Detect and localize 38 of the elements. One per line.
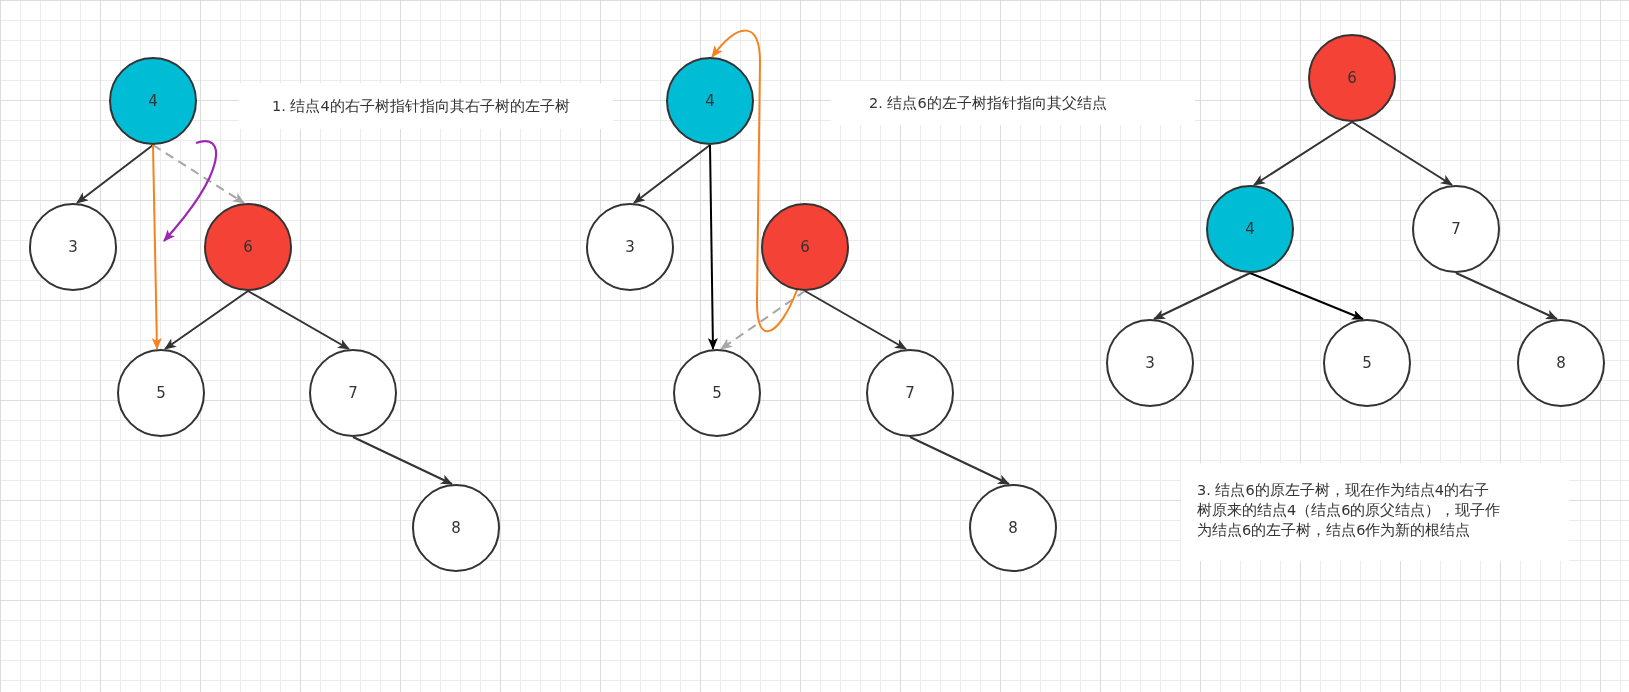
arrow [711, 29, 798, 333]
tree-node-circle: 5 [117, 349, 205, 437]
tree-node-circle: 3 [29, 203, 117, 291]
arrow [1253, 121, 1353, 186]
arrow [247, 290, 350, 350]
note-text: 1. 结点4的右子树指针指向其右子树的左子树 [272, 97, 570, 116]
tree-node-circle: 3 [1106, 319, 1194, 407]
arrow [352, 436, 453, 485]
tree-node-circle: 4 [109, 57, 197, 145]
tree-node-circle: 5 [673, 349, 761, 437]
arrow [804, 290, 907, 350]
arrow [707, 144, 718, 350]
arrow [151, 144, 162, 350]
tree-node-circle: 3 [586, 203, 674, 291]
tree-node-circle: 8 [412, 484, 500, 572]
tree-node-circle: 6 [761, 203, 849, 291]
tree-node-circle: 7 [309, 349, 397, 437]
tree-node-circle: 4 [666, 57, 754, 145]
note-text: 3. 结点6的原左子树，现在作为结点4的右子树原来的结点4（结点6的原父结点），现子作为结点6的左子树，结点6作为新的根结点 [1197, 481, 1502, 540]
arrow [720, 290, 806, 350]
arrow [1455, 272, 1558, 320]
arrow [909, 436, 1010, 485]
tree-node-circle: 8 [969, 484, 1057, 572]
tree-node-circle: 7 [1412, 185, 1500, 273]
arrow [633, 144, 711, 204]
arrow [76, 144, 154, 204]
tree-node-circle: 4 [1206, 185, 1294, 273]
tree-node-circle: 7 [866, 349, 954, 437]
tree-node-circle: 5 [1323, 319, 1411, 407]
tree-node-circle: 6 [204, 203, 292, 291]
arrow [1249, 272, 1364, 320]
tree-node-circle: 8 [1517, 319, 1605, 407]
tree-node-circle: 6 [1308, 34, 1396, 122]
arrow [1153, 272, 1251, 320]
arrow [1351, 121, 1453, 186]
note-text: 2. 结点6的左子树指针指向其父结点 [869, 94, 1107, 113]
arrow [164, 290, 249, 350]
arrow [152, 144, 245, 204]
